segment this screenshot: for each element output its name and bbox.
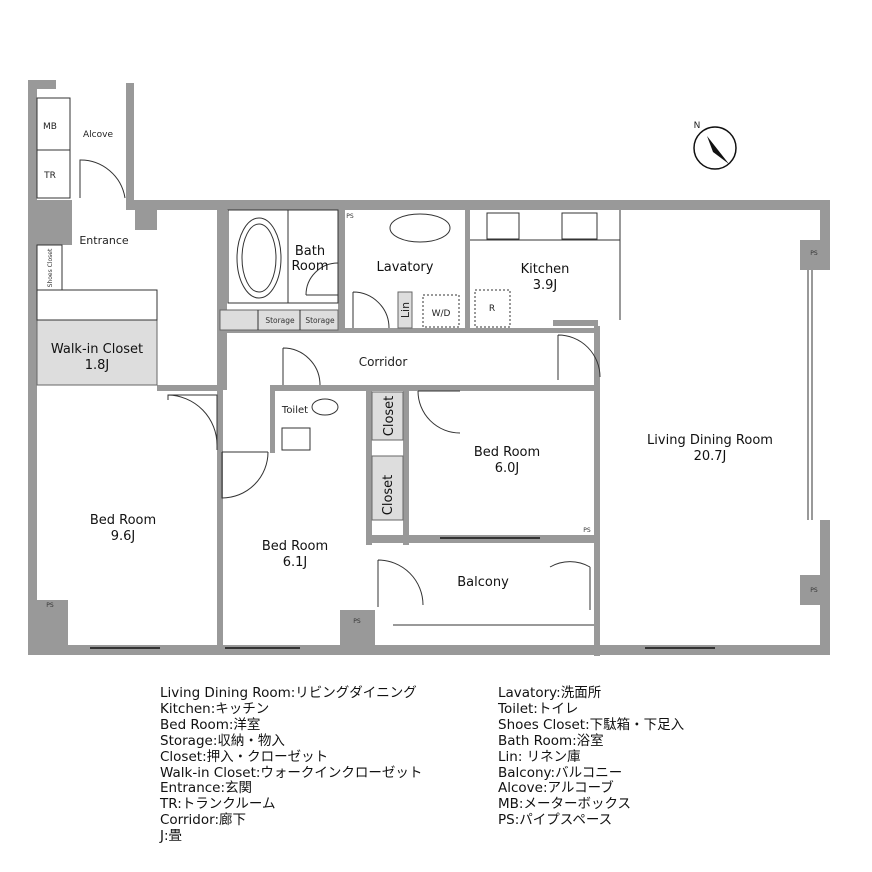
legend-item: MB:メーターボックス xyxy=(498,796,632,813)
bedroom2-door[interactable] xyxy=(221,451,269,499)
corridor-label: Corridor xyxy=(359,355,408,369)
bath-door[interactable] xyxy=(305,262,339,296)
bedroom1-name: Bed Room xyxy=(90,513,156,528)
closet-2 xyxy=(371,455,404,521)
legend-item: TR:トランクルーム xyxy=(160,796,276,813)
ldr-size: 20.7J xyxy=(694,449,727,464)
balcony-door-1[interactable] xyxy=(377,559,424,607)
ldr-door[interactable] xyxy=(557,334,601,380)
balcony-label: Balcony xyxy=(457,575,509,590)
entrance-label: Entrance xyxy=(79,234,129,247)
bedroom2-name: Bed Room xyxy=(262,539,328,554)
legend-right: Lavatory:洗面所 Toilet:トイレ Shoes Closet:下駄箱… xyxy=(498,685,685,829)
legend-item: Closet:押入・クローゼット xyxy=(160,748,329,765)
balcony-door-2[interactable] xyxy=(549,561,591,610)
legend-item: Living Dining Room:リビングダイニング xyxy=(160,685,417,701)
fridge-label: R xyxy=(489,304,495,314)
ps-label: PS xyxy=(583,527,591,534)
legend-left: Living Dining Room:リビングダイニング Kitchen:キッチ… xyxy=(160,685,423,845)
closet-label-1: Closet xyxy=(382,396,397,437)
tr-label: TR xyxy=(43,171,56,181)
ldr-name: Living Dining Room xyxy=(647,433,773,448)
lin-label: Lin xyxy=(399,302,412,318)
bedroom3-name: Bed Room xyxy=(474,445,540,460)
legend-item: Lin: リネン庫 xyxy=(498,748,581,765)
legend-item: Alcove:アルコーブ xyxy=(498,780,614,797)
bathtub-icon xyxy=(236,217,282,299)
closet-label-2: Closet xyxy=(381,475,396,516)
bath-label-2: Room xyxy=(291,259,328,274)
legend-item: PS:パイプスペース xyxy=(498,812,613,829)
legend-item: Bath Room:浴室 xyxy=(498,732,604,749)
legend-item: Storage:収納・物入 xyxy=(160,732,285,749)
toilet-icon xyxy=(311,398,339,416)
washer-space xyxy=(422,294,460,328)
bath-label-1: Bath xyxy=(295,244,325,259)
fridge-space xyxy=(474,289,511,328)
bedroom2-size: 6.1J xyxy=(283,555,308,570)
compass: N xyxy=(693,121,737,170)
lavatory-label: Lavatory xyxy=(377,260,434,275)
legend-item: J:畳 xyxy=(160,828,183,845)
legend-item: Toilet:トイレ xyxy=(498,700,579,717)
legend-item: Kitchen:キッチン xyxy=(160,700,270,717)
walls xyxy=(28,80,830,656)
closet-1 xyxy=(371,391,404,441)
bedroom1-door[interactable] xyxy=(167,394,218,450)
toilet-label: Toilet xyxy=(281,405,308,416)
room-labels: MB TR Alcove Entrance Shoes Closet Walk-… xyxy=(43,122,818,625)
ps-label: PS xyxy=(346,213,354,220)
wd-label: W/D xyxy=(432,309,451,319)
sink-icon xyxy=(389,213,451,243)
entrance-door[interactable] xyxy=(79,159,126,199)
alcove-label: Alcove xyxy=(83,130,113,140)
storage-area xyxy=(219,309,339,331)
ps-label: PS xyxy=(353,618,361,625)
stove-icon xyxy=(486,212,520,240)
kitchen-name: Kitchen xyxy=(521,262,570,277)
walkin-closet xyxy=(36,319,158,386)
ps-label: PS xyxy=(46,602,54,609)
toilet-door[interactable] xyxy=(282,347,321,386)
legend-item: Corridor:廊下 xyxy=(160,812,246,829)
kitchen-sink-icon xyxy=(561,212,598,240)
legend-item: Bed Room:洋室 xyxy=(160,716,261,733)
ps-label: PS xyxy=(810,587,818,594)
legend-item: Walk-in Closet:ウォークインクローゼット xyxy=(160,764,423,781)
mb-label: MB xyxy=(43,122,57,132)
bedroom3-size: 6.0J xyxy=(495,461,520,476)
kitchen-size: 3.9J xyxy=(533,278,558,293)
toilet-sink xyxy=(281,427,311,451)
walkin-closet-name: Walk-in Closet xyxy=(51,342,143,357)
legend-item: Entrance:玄関 xyxy=(160,780,253,797)
legend-item: Lavatory:洗面所 xyxy=(498,685,602,701)
storage-label-2: Storage xyxy=(305,316,335,325)
linen-closet xyxy=(397,291,413,329)
bedroom1-size: 9.6J xyxy=(111,529,136,544)
shoes-closet-label: Shoes Closet xyxy=(47,248,54,287)
lavatory-door[interactable] xyxy=(352,291,390,329)
compass-arrow-icon xyxy=(707,136,729,164)
storage-label-1: Storage xyxy=(265,316,295,325)
legend-item: Shoes Closet:下駄箱・下足入 xyxy=(498,716,685,733)
bedroom3-door[interactable] xyxy=(417,390,461,434)
compass-north-label: N xyxy=(694,121,701,131)
compass-circle xyxy=(693,126,737,170)
walkin-closet-size: 1.8J xyxy=(85,358,110,373)
ps-label: PS xyxy=(810,250,818,257)
legend-item: Balcony:バルコニー xyxy=(498,764,623,781)
